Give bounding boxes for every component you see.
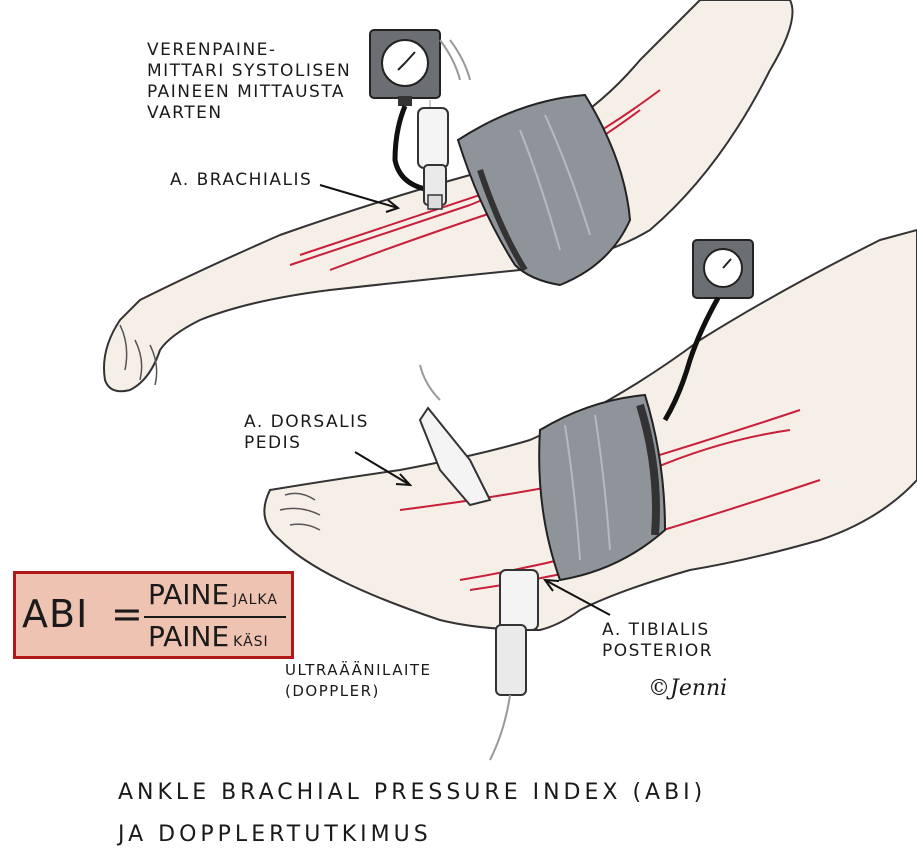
- brachialis-label: A. BRACHIALIS: [170, 170, 312, 191]
- numerator-text: PAINE: [148, 578, 229, 611]
- bp-monitor-label-line: MITTARI SYSTOLISEN: [147, 61, 351, 82]
- title-line-1: ANKLE BRACHIAL PRESSURE INDEX (ABI): [118, 772, 706, 814]
- numerator-subscript: JALKA: [233, 592, 278, 608]
- fraction-bar: [144, 616, 286, 618]
- doppler-label-line: (DOPPLER): [285, 681, 432, 702]
- bp-monitor-label-line: PAINEEN MITTAUSTA: [147, 82, 351, 103]
- formula-lhs: ABI: [22, 592, 88, 636]
- dorsalis-label-line: A. DORSALIS: [244, 412, 369, 433]
- formula-equals: =: [111, 592, 143, 636]
- dorsalis-label-line: PEDIS: [244, 433, 369, 454]
- dorsalis-pedis-label: A. DORSALIS PEDIS: [244, 412, 369, 454]
- doppler-label: ULTRAÄÄNILAITE (DOPPLER): [285, 660, 432, 702]
- tibialis-label-line: POSTERIOR: [602, 641, 713, 662]
- artist-signature: ©Jenni: [648, 676, 727, 701]
- doppler-label-line: ULTRAÄÄNILAITE: [285, 660, 432, 681]
- denominator-text: PAINE: [148, 620, 229, 653]
- bp-monitor-label-line: VERENPAINE-: [147, 40, 351, 61]
- denominator-subscript: KÄSI: [233, 634, 269, 650]
- tibialis-label-line: A. TIBIALIS: [602, 620, 713, 641]
- bp-monitor-label: VERENPAINE- MITTARI SYSTOLISEN PAINEEN M…: [147, 40, 351, 124]
- bp-monitor-label-line: VARTEN: [147, 103, 351, 124]
- figure-title: ANKLE BRACHIAL PRESSURE INDEX (ABI) JA D…: [118, 772, 706, 856]
- tibialis-posterior-label: A. TIBIALIS POSTERIOR: [602, 620, 713, 662]
